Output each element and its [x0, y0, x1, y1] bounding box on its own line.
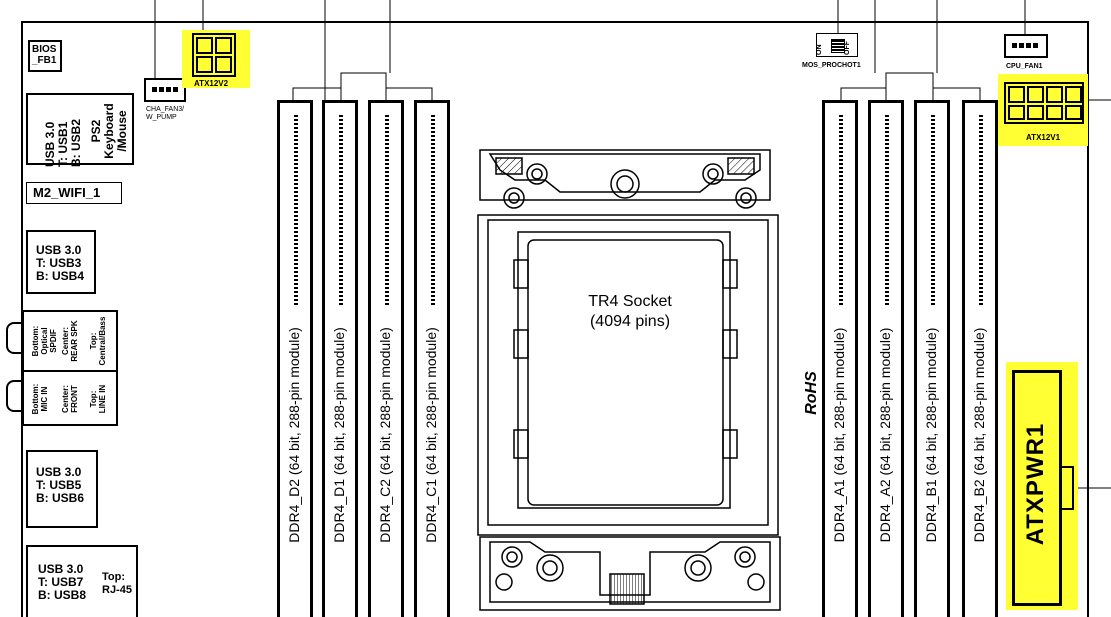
dimm-slot-label: DDR4_C1 (64 bit, 288-pin module) — [423, 327, 439, 543]
rohs-mark: RoHS — [803, 371, 820, 415]
dimm-slot: DDR4_B1 (64 bit, 288-pin module) — [914, 100, 950, 617]
atxpwr1-label: ATXPWR1 — [1022, 422, 1049, 546]
cpu-fan1-label: CPU_FAN1 — [1006, 63, 1043, 70]
m2-wifi-label: M2_WIFI_1 — [33, 185, 101, 200]
switch-off-label: OFF — [844, 41, 851, 55]
usb34-port: USB 3.0 T: USB3 B: USB4 — [26, 230, 96, 294]
cha-fan3-label: CHA_FAN3/ W_PUMP — [146, 106, 185, 121]
dimm-slot: DDR4_D2 (64 bit, 288-pin module) — [277, 100, 313, 617]
usb78-label: USB 3.0 T: USB7 B: USB8 — [38, 562, 87, 602]
bios-label: BIOS _FB1 — [32, 44, 57, 66]
audio-top-a: Top: Central/Bass — [89, 316, 107, 366]
atx12v1-connector — [1004, 82, 1084, 124]
dimm-slot-notch — [385, 115, 389, 305]
dimm-slot-notch — [931, 115, 935, 305]
dimm-slot-notch — [839, 115, 843, 305]
audio-center-a: Center: REAR SPK — [61, 320, 79, 362]
socket-pins: (4094 pins) — [589, 313, 671, 330]
cha-fan3-pins — [152, 87, 178, 92]
mos-prochot-switch: ON OFF — [816, 33, 858, 57]
usb56-label: USB 3.0 T: USB5 B: USB6 — [36, 465, 85, 505]
usb12-label: USB 3.0 T: USB1 B: USB2 — [43, 118, 83, 167]
m2-wifi-slot: M2_WIFI_1 — [26, 182, 122, 204]
audio-bottom-a: Bottom: Optical SPDIF — [31, 325, 58, 357]
dimm-slot: DDR4_A2 (64 bit, 288-pin module) — [868, 100, 904, 617]
audio-jack-plug-a — [6, 322, 24, 354]
bios-flashback: BIOS _FB1 — [28, 40, 62, 72]
audio-divider — [24, 370, 116, 372]
dimm-slot-notch — [431, 115, 435, 305]
audio-jack-plug-b — [6, 380, 24, 412]
atx12v2-connector — [192, 33, 236, 77]
atxpwr1-latch — [1060, 466, 1074, 510]
dimm-slot-label: DDR4_D2 (64 bit, 288-pin module) — [286, 327, 302, 543]
dimm-slot: DDR4_A1 (64 bit, 288-pin module) — [822, 100, 858, 617]
audio-center-b: Center: FRONT — [61, 385, 79, 414]
usb56-port: USB 3.0 T: USB5 B: USB6 — [26, 450, 98, 528]
usb78-rj45-port: USB 3.0 T: USB7 B: USB8 Top: RJ-45 — [26, 545, 138, 617]
mos-prochot-label: MOS_PROCHOT1 — [802, 62, 861, 69]
audio-bottom-b: Bottom: MIC IN — [31, 383, 49, 415]
usb34-label: USB 3.0 T: USB3 B: USB4 — [36, 243, 85, 283]
rj45-label: Top: RJ-45 — [102, 571, 132, 596]
atxpwr1-connector — [1012, 370, 1062, 606]
ps2-label: PS2 Keyboard /Mouse — [89, 103, 129, 159]
cpu-fan1-header — [1004, 34, 1048, 58]
atxpwr1-highlight — [1006, 362, 1078, 610]
switch-lever — [831, 39, 845, 53]
dimm-slot-label: DDR4_C2 (64 bit, 288-pin module) — [377, 327, 393, 543]
audio-top-b: Top: LINE IN — [89, 384, 107, 414]
dimm-slot-label: DDR4_B2 (64 bit, 288-pin module) — [971, 327, 987, 543]
dimm-slot-notch — [339, 115, 343, 305]
audio-jacks: Bottom: Optical SPDIF Center: REAR SPK T… — [22, 310, 118, 426]
dimm-slot: DDR4_B2 (64 bit, 288-pin module) — [962, 100, 998, 617]
cha-fan3-header — [144, 78, 186, 102]
atx12v2-label: ATX12V2 — [194, 79, 229, 88]
dimm-slot-label: DDR4_A2 (64 bit, 288-pin module) — [877, 327, 893, 543]
atx12v1-label: ATX12V1 — [1026, 133, 1061, 142]
socket-title: TR4 Socket — [588, 293, 672, 310]
dimm-slot-notch — [979, 115, 983, 305]
dimm-slot: DDR4_C1 (64 bit, 288-pin module) — [414, 100, 450, 617]
usb-ps2-block: USB 3.0 T: USB1 B: USB2 PS2 Keyboard /Mo… — [26, 93, 134, 167]
cpu-fan1-pins — [1012, 43, 1040, 48]
tr4-socket — [477, 149, 781, 611]
dimm-slot-label: DDR4_B1 (64 bit, 288-pin module) — [923, 327, 939, 543]
dimm-slot-notch — [294, 115, 298, 305]
dimm-slot-label: DDR4_D1 (64 bit, 288-pin module) — [331, 327, 347, 543]
switch-on-label: ON — [816, 44, 823, 56]
dimm-slot-label: DDR4_A1 (64 bit, 288-pin module) — [831, 327, 847, 543]
dimm-slot: DDR4_C2 (64 bit, 288-pin module) — [368, 100, 404, 617]
dimm-slot: DDR4_D1 (64 bit, 288-pin module) — [322, 100, 358, 617]
dimm-slot-notch — [885, 115, 889, 305]
